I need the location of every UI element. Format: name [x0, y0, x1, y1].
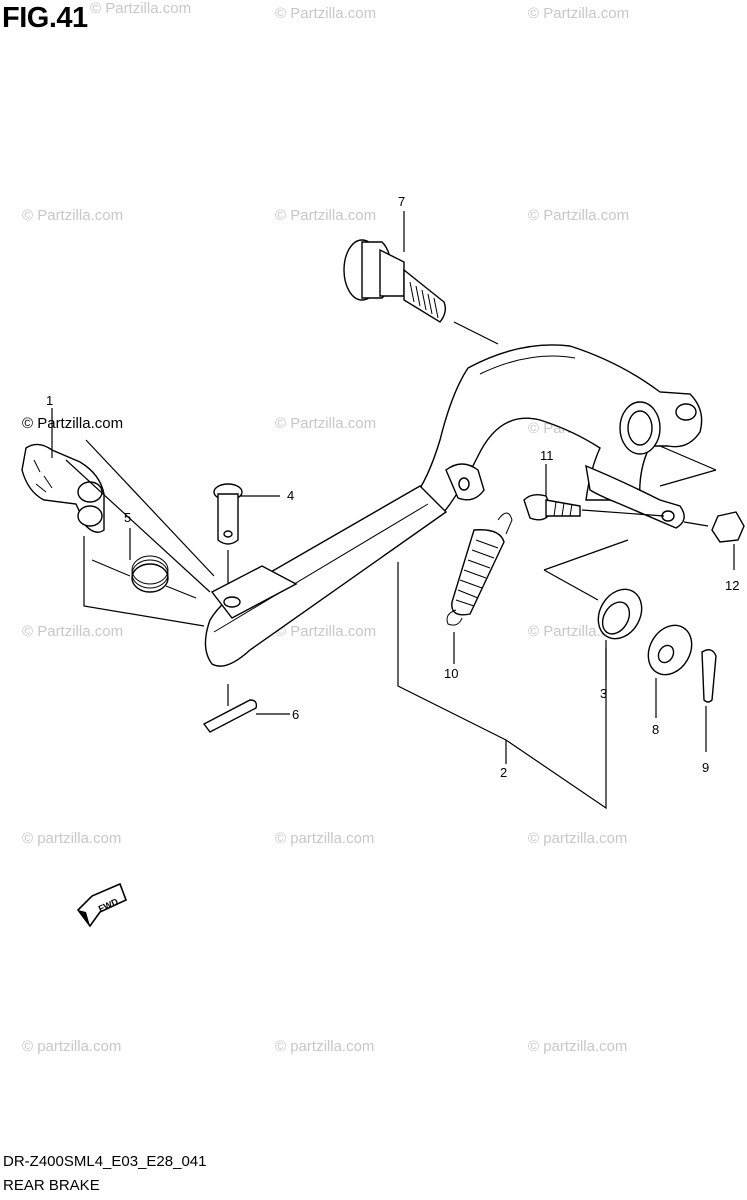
callout-11: 11 [540, 448, 554, 463]
part-seal[interactable] [590, 581, 651, 680]
assembly-guide-lines [543, 445, 717, 601]
watermark: © Partzilla.com [275, 5, 377, 22]
watermark: © Partzilla.com [90, 0, 192, 17]
part-washer[interactable] [640, 617, 701, 718]
callout-10: 10 [444, 666, 459, 681]
forward-arrow-icon: FWD [76, 882, 128, 928]
watermark: © Partzilla.com [22, 623, 124, 640]
watermark: © Partzilla.com [22, 207, 124, 224]
figure-title: FIG.41 [2, 2, 88, 34]
watermark: © Partzilla.com [528, 5, 630, 22]
watermark: © Partzilla.com [275, 415, 377, 432]
callout-2: 2 [500, 765, 508, 780]
callout-6: 6 [292, 707, 300, 722]
watermark: © partzilla.com [275, 830, 375, 847]
part-cotter-pin[interactable] [202, 684, 290, 733]
watermark: © Partzilla.com [275, 207, 377, 224]
part-clevis-pin[interactable] [213, 483, 280, 584]
watermark: © partzilla.com [528, 830, 628, 847]
watermark: © partzilla.com [275, 1038, 375, 1055]
part-cotter-pin-small[interactable] [701, 649, 717, 752]
watermark-dark: © Partzilla.com [22, 415, 124, 432]
callout-4: 4 [287, 488, 295, 503]
callout-7: 7 [398, 194, 406, 209]
watermark: © partzilla.com [22, 1038, 122, 1055]
part-return-spring[interactable] [91, 528, 197, 599]
watermark: © partzilla.com [22, 830, 122, 847]
part-nut[interactable] [683, 511, 745, 570]
part-bolt[interactable] [523, 464, 665, 521]
watermark: © partzilla.com [528, 1038, 628, 1055]
callout-1: 1 [46, 393, 54, 408]
part-pedal-spring[interactable] [446, 512, 513, 664]
part-pivot-bolt[interactable] [343, 211, 499, 345]
part-brake-pedal[interactable] [204, 344, 703, 810]
diagram-name: REAR BRAKE [3, 1177, 100, 1194]
part-switch-cam[interactable] [21, 408, 215, 627]
callout-8: 8 [652, 722, 660, 737]
callout-12: 12 [725, 578, 740, 593]
callout-3: 3 [600, 686, 608, 701]
callout-9: 9 [702, 760, 710, 775]
diagram-code: DR-Z400SML4_E03_E28_041 [3, 1153, 207, 1170]
callout-5: 5 [124, 510, 132, 525]
watermark: © Partzilla.com [275, 623, 377, 640]
watermark: © Partzilla.com [528, 207, 630, 224]
